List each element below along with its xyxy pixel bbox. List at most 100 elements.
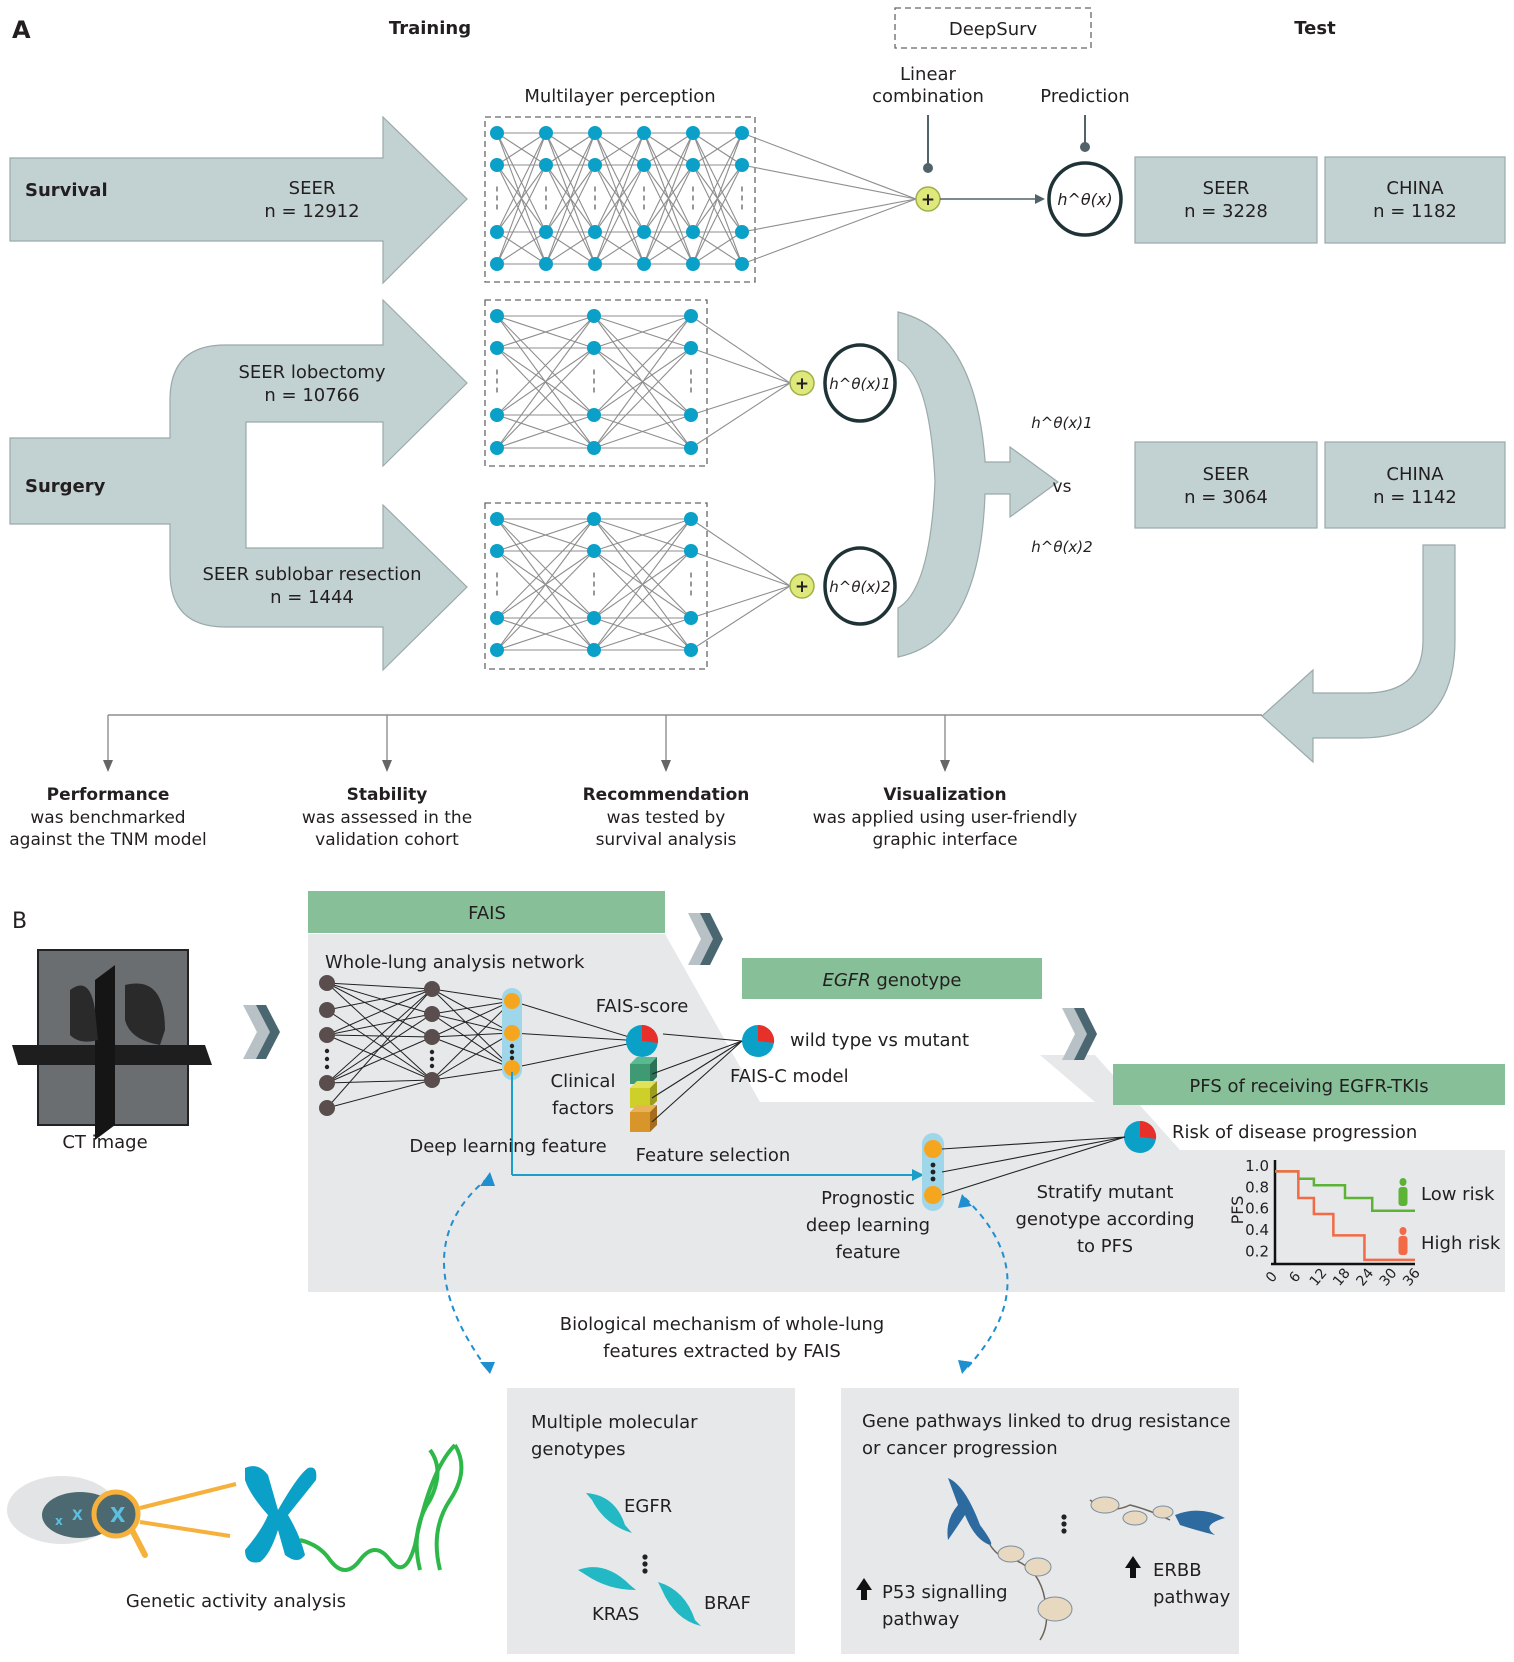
edge bbox=[741, 132, 917, 200]
neuron bbox=[684, 611, 698, 625]
neuron bbox=[424, 1072, 440, 1088]
neuron bbox=[637, 257, 651, 271]
h-hat-1-node: h^θ(x)1 bbox=[829, 375, 890, 393]
neuron bbox=[587, 611, 601, 625]
outcome-description: was applied using user-friendly bbox=[813, 808, 1078, 828]
neuron bbox=[424, 1029, 440, 1045]
mlp-network-lobectomy bbox=[490, 309, 791, 455]
plus-icon: + bbox=[921, 190, 935, 210]
neuron bbox=[319, 1027, 335, 1043]
edge bbox=[690, 585, 791, 619]
erbb-line1: ERBB bbox=[1153, 1560, 1202, 1581]
gene-egfr: EGFR bbox=[624, 1496, 672, 1517]
edge bbox=[496, 315, 595, 416]
survival-test-box-china bbox=[1324, 156, 1506, 244]
prognostic-connections bbox=[941, 1136, 1126, 1196]
ellipsis-dot bbox=[324, 1064, 330, 1070]
edge bbox=[326, 988, 433, 1011]
neuron bbox=[588, 257, 602, 271]
edge bbox=[741, 198, 917, 233]
fais-panel-bg bbox=[308, 934, 1505, 1292]
neuron bbox=[686, 126, 700, 140]
outcome-description: was assessed in the bbox=[302, 808, 472, 828]
edge bbox=[593, 518, 692, 619]
pie-slice-red bbox=[758, 1024, 775, 1043]
mlp-network-sublobar bbox=[490, 512, 791, 657]
dl-feature-label: Deep learning feature bbox=[409, 1136, 606, 1157]
sublobar-name: SEER sublobar resection bbox=[202, 564, 421, 585]
neuron bbox=[684, 643, 698, 657]
y-tick-label: 0.4 bbox=[1245, 1221, 1269, 1239]
edge bbox=[545, 132, 596, 166]
surgery-test-china-name: CHINA bbox=[1386, 464, 1444, 485]
mlp-box-lobectomy bbox=[484, 299, 708, 467]
neuron bbox=[588, 126, 602, 140]
edge bbox=[511, 1040, 643, 1069]
edge bbox=[496, 617, 595, 651]
stratify-line1: Stratify mutant bbox=[1037, 1182, 1174, 1203]
edge bbox=[326, 1036, 433, 1084]
p53-line2: pathway bbox=[882, 1609, 960, 1630]
h-hat-2-node: h^θ(x)2 bbox=[829, 578, 890, 596]
prognostic-line1: Prognostic bbox=[821, 1188, 915, 1209]
outcome-description: survival analysis bbox=[596, 830, 737, 850]
feature-node bbox=[924, 1140, 942, 1158]
feature-selection-label: Feature selection bbox=[636, 1145, 791, 1166]
stratify-line3: to PFS bbox=[1077, 1236, 1133, 1257]
edge bbox=[326, 982, 433, 1038]
outcome-title: Performance bbox=[47, 785, 170, 805]
fais-score-pie-icon bbox=[626, 1024, 659, 1057]
h-hat-2-compare: h^θ(x)2 bbox=[1031, 538, 1092, 556]
up-arrow-icon bbox=[1125, 1556, 1141, 1578]
person-icon bbox=[1398, 1187, 1408, 1206]
person-icon-head bbox=[1399, 1227, 1407, 1235]
ellipsis-dot bbox=[429, 1063, 435, 1069]
arrowhead-icon bbox=[661, 760, 671, 772]
ellipsis-dot bbox=[429, 1049, 435, 1055]
neuron bbox=[588, 225, 602, 239]
survival-label: Survival bbox=[25, 180, 108, 201]
ellipsis-dot bbox=[509, 1055, 515, 1061]
arrowhead-icon bbox=[912, 1169, 924, 1181]
edge bbox=[593, 518, 692, 651]
neuron bbox=[587, 341, 601, 355]
neuron bbox=[587, 309, 601, 323]
vs-label: vs bbox=[1053, 477, 1072, 497]
neuron bbox=[539, 225, 553, 239]
neuron bbox=[684, 341, 698, 355]
biological-line1: Biological mechanism of whole-lung bbox=[560, 1314, 884, 1335]
outcome-description: validation cohort bbox=[315, 830, 459, 850]
surgery-test-box-seer bbox=[1134, 441, 1318, 529]
edge bbox=[692, 231, 743, 265]
neuron bbox=[588, 158, 602, 172]
survival-train-n: n = 12912 bbox=[264, 201, 359, 222]
edge bbox=[692, 132, 743, 233]
edge bbox=[594, 164, 645, 265]
edge bbox=[741, 198, 917, 265]
deepsurv-box bbox=[894, 7, 1092, 49]
edge bbox=[593, 617, 692, 651]
biological-line2: features extracted by FAIS bbox=[603, 1341, 841, 1362]
neuron bbox=[490, 544, 504, 558]
neuron bbox=[539, 257, 553, 271]
neuron bbox=[587, 544, 601, 558]
edge bbox=[594, 132, 645, 233]
y-tick-label: 0.8 bbox=[1245, 1178, 1269, 1196]
up-arrow-icon bbox=[856, 1578, 872, 1600]
prognostic-line2: deep learning bbox=[806, 1215, 930, 1236]
edge bbox=[690, 585, 791, 651]
outcome-description: was benchmarked bbox=[30, 808, 185, 828]
survival-arrow bbox=[9, 115, 468, 285]
ellipsis-dot bbox=[509, 1049, 515, 1055]
pathways-title-line1: Gene pathways linked to drug resistance bbox=[862, 1411, 1231, 1432]
edge bbox=[326, 1079, 433, 1109]
surgery-test-china-n: n = 1142 bbox=[1373, 487, 1457, 508]
dna-icon-egfr bbox=[586, 1493, 632, 1533]
edge bbox=[496, 132, 547, 233]
neuron bbox=[539, 126, 553, 140]
ct-image-illustration bbox=[12, 949, 212, 1140]
egfr-header: EGFR genotype bbox=[822, 970, 961, 991]
molecular-genotypes-box bbox=[507, 1388, 795, 1654]
edge bbox=[431, 1000, 513, 1038]
